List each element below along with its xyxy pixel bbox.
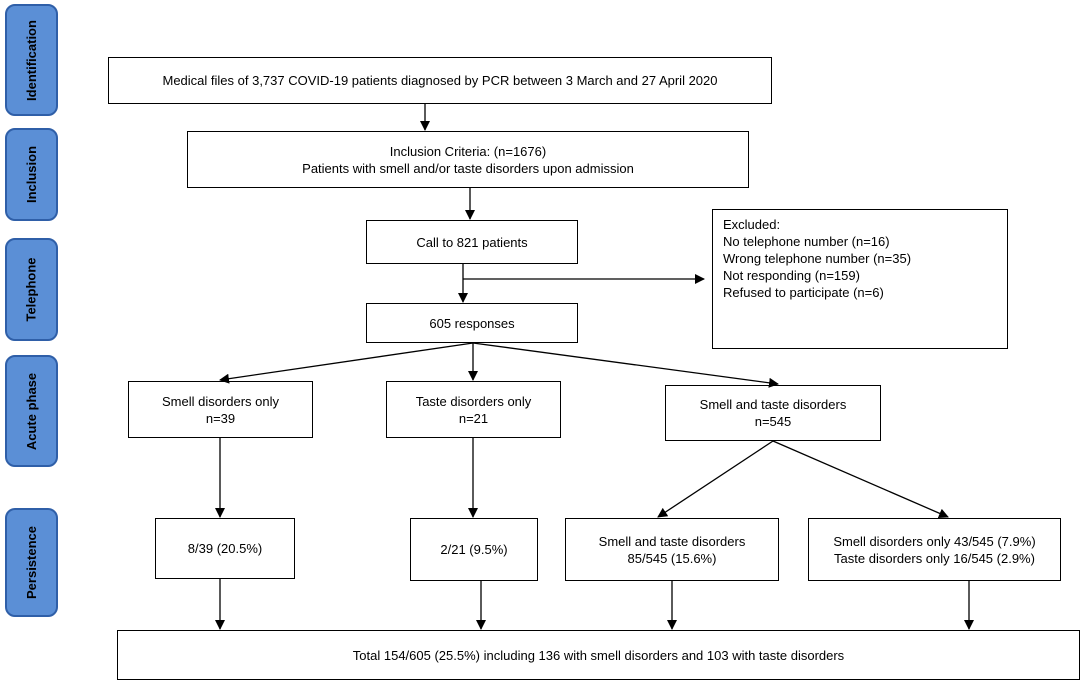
phase-inclusion: Inclusion <box>5 128 58 221</box>
excluded-item: Refused to participate (n=6) <box>723 285 884 300</box>
total-text: Total 154/605 (25.5%) including 136 with… <box>352 647 845 663</box>
taste-only-n: n=21 <box>458 410 489 426</box>
box-smell-taste: Smell and taste disorders n=545 <box>665 385 881 441</box>
phase-persistence: Persistence <box>5 508 58 617</box>
inclusion-desc: Patients with smell and/or taste disorde… <box>302 160 634 176</box>
phase-acute: Acute phase <box>5 355 58 467</box>
excluded-item: Wrong telephone number (n=35) <box>723 251 912 266</box>
arrow-responses-to-smell-taste <box>472 342 779 388</box>
box-inclusion: Inclusion Criteria: (n=1676) Patients wi… <box>187 131 749 188</box>
box-total: Total 154/605 (25.5%) including 136 with… <box>117 630 1080 680</box>
box-call: Call to 821 patients <box>366 220 578 264</box>
phase-inclusion-label: Inclusion <box>24 145 39 204</box>
smell-only-title: Smell disorders only <box>161 393 280 409</box>
box-taste-only: Taste disorders only n=21 <box>386 381 561 438</box>
phase-telephone-label: Telephone <box>24 257 40 322</box>
persist-taste-text: 2/21 (9.5%) <box>440 542 508 557</box>
excluded-item: Not responding (n=159) <box>723 268 860 283</box>
phase-identification-label: Identification <box>24 19 40 101</box>
inclusion-title: Inclusion Criteria: (n=1676) <box>389 143 547 159</box>
persist-split-taste: Taste disorders only 16/545 (2.9%) <box>834 550 1035 566</box>
persist-both-title: Smell and taste disorders <box>598 533 746 549</box>
arrow-responses-to-smell-only <box>219 342 474 384</box>
phase-persistence-label: Persistence <box>24 526 39 599</box>
phase-identification: Identification <box>5 4 58 116</box>
persist-smell-text: 8/39 (20.5%) <box>187 541 263 556</box>
box-smell-only: Smell disorders only n=39 <box>128 381 313 438</box>
excluded-item: No telephone number (n=16) <box>723 234 890 249</box>
box-persist-both: Smell and taste disorders 85/545 (15.6%) <box>565 518 779 581</box>
smell-taste-n: n=545 <box>754 414 792 429</box>
box-responses: 605 responses <box>366 303 578 343</box>
persist-both-value: 85/545 (15.6%) <box>627 550 717 566</box>
arrow-smell-taste-to-persist-split <box>772 440 949 519</box>
excluded-title: Excluded: <box>723 217 781 232</box>
box-persist-taste: 2/21 (9.5%) <box>410 518 538 581</box>
persist-split-smell: Smell disorders only 43/545 (7.9%) <box>833 533 1036 549</box>
box-medical-files: Medical files of 3,737 COVID-19 patients… <box>108 57 772 104</box>
arrow-smell-taste-to-persist-both <box>657 440 774 518</box>
phase-telephone: Telephone <box>5 238 58 341</box>
call-text: Call to 821 patients <box>416 234 528 250</box>
medical-files-text: Medical files of 3,737 COVID-19 patients… <box>162 73 718 88</box>
phase-acute-label: Acute phase <box>24 372 39 450</box>
box-excluded: Excluded: No telephone number (n=16) Wro… <box>712 209 1008 349</box>
box-persist-smell: 8/39 (20.5%) <box>155 518 295 579</box>
smell-taste-title: Smell and taste disorders <box>699 397 847 412</box>
taste-only-title: Taste disorders only <box>415 393 532 409</box>
smell-only-n: n=39 <box>205 410 236 426</box>
responses-text: 605 responses <box>429 315 515 331</box>
box-persist-split: Smell disorders only 43/545 (7.9%) Taste… <box>808 518 1061 581</box>
